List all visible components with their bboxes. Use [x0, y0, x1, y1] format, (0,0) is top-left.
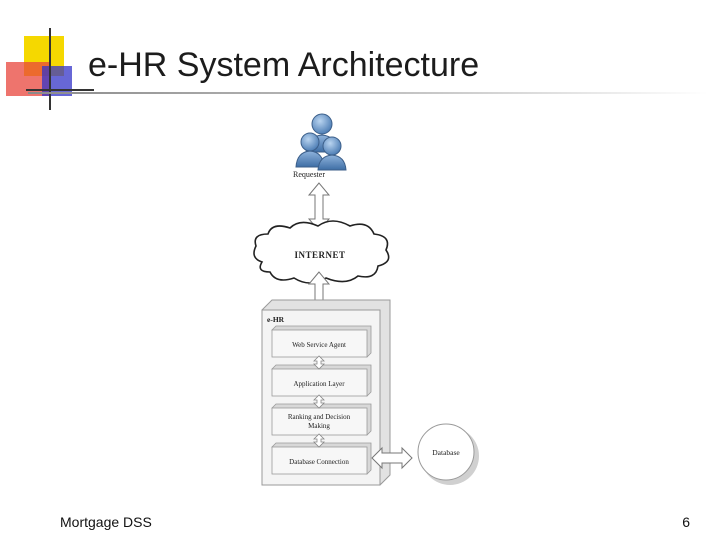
layer-label: Database Connection	[289, 458, 349, 466]
layer-ranking-decision: Ranking and Decision Making	[272, 404, 371, 435]
layer-web-service-agent: Web Service Agent	[272, 326, 371, 357]
footer-label: Mortgage DSS	[60, 514, 152, 530]
requester-label: Requester	[293, 170, 325, 179]
layer-label: Web Service Agent	[292, 341, 346, 349]
page-number: 6	[660, 514, 690, 530]
ehr-label: e-HR	[267, 315, 285, 324]
layer-label: Application Layer	[293, 380, 345, 388]
layer-label: Ranking and Decision	[288, 413, 351, 421]
database-label: Database	[432, 448, 460, 457]
layer-database-connection: Database Connection	[272, 443, 371, 474]
internet-label: INTERNET	[294, 250, 345, 260]
layer-label-line2: Making	[308, 422, 330, 430]
layer-application: Application Layer	[272, 365, 371, 396]
requester-people-icon	[296, 114, 346, 170]
